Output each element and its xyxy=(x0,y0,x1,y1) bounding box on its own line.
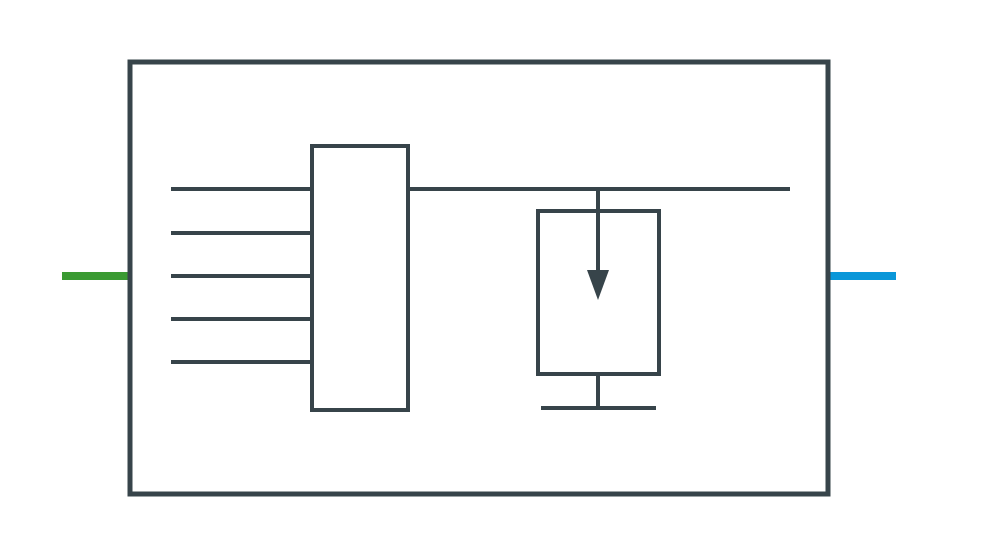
mux-input-lines xyxy=(171,187,312,364)
down-arrow-icon xyxy=(587,270,609,300)
multiplexer-box xyxy=(310,144,410,412)
enclosure-box xyxy=(127,59,831,497)
